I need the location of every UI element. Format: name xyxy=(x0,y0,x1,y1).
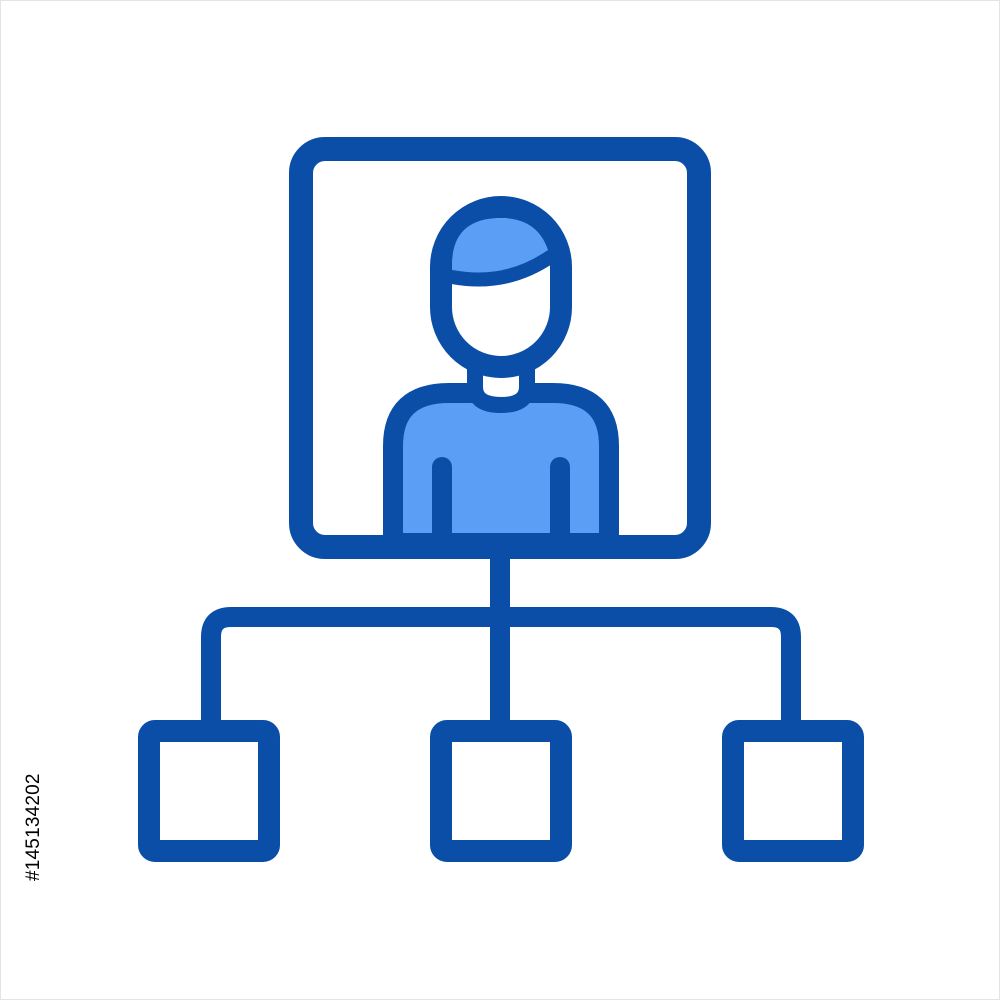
stock-id-label: #145134202 xyxy=(23,773,44,881)
person-body-icon xyxy=(383,383,619,553)
child-node-left xyxy=(138,720,280,862)
person-hairline xyxy=(445,250,557,287)
child-node-right xyxy=(722,720,864,862)
child-node-center xyxy=(430,720,572,862)
connector-lines xyxy=(201,547,801,739)
